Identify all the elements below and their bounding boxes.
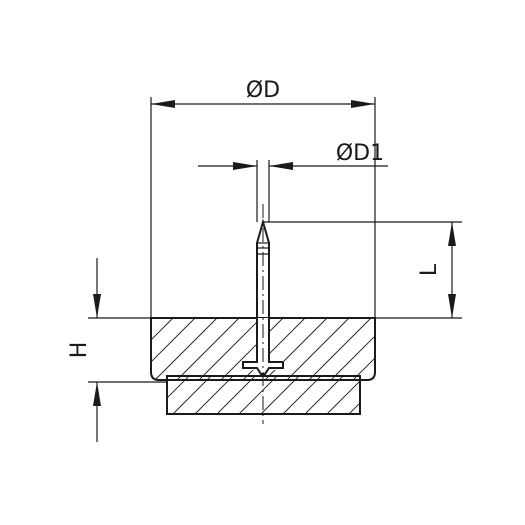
hatch-line — [194, 376, 234, 414]
label-diameter-outer: ØD — [246, 78, 280, 103]
hatch-line — [286, 318, 350, 380]
hatch-line — [326, 380, 360, 414]
hatch-line — [216, 376, 256, 414]
hatch-line — [238, 376, 278, 414]
hatch-line — [154, 318, 218, 380]
dimension-nail-length: L — [263, 221, 462, 319]
hatch-line — [352, 357, 375, 380]
hatch-line — [304, 376, 344, 414]
hatch-line — [260, 376, 300, 414]
label-nail-length: L — [417, 263, 442, 276]
hatching-lower — [167, 376, 431, 414]
hatch-line — [374, 379, 375, 380]
hatching-upper — [151, 318, 481, 380]
hatch-line — [198, 318, 262, 380]
hatch-line — [172, 376, 212, 414]
hatch-line — [397, 318, 459, 380]
hatch-line — [371, 376, 409, 414]
dimension-height: H — [67, 258, 167, 442]
hatch-line — [393, 376, 431, 414]
hatch-line — [151, 318, 174, 341]
dimension-nail-diameter: ØD1 — [198, 141, 388, 222]
hatch-line — [176, 318, 240, 380]
glide-upper-body — [150, 317, 376, 381]
nail-shank-cutout — [256, 318, 270, 374]
hatch-line — [282, 376, 322, 414]
hatch-line — [151, 318, 152, 319]
hatch-line — [419, 318, 481, 380]
hatch-line — [330, 335, 375, 380]
hatch-line — [151, 318, 196, 363]
hatch-line — [308, 318, 372, 380]
hatch-line — [348, 402, 360, 414]
label-height: H — [67, 342, 92, 359]
hatch-line — [220, 318, 284, 380]
label-diameter-nail: ØD1 — [336, 141, 384, 166]
hatch-line — [167, 376, 190, 399]
dimension-outer-diameter: ØD — [150, 78, 376, 318]
